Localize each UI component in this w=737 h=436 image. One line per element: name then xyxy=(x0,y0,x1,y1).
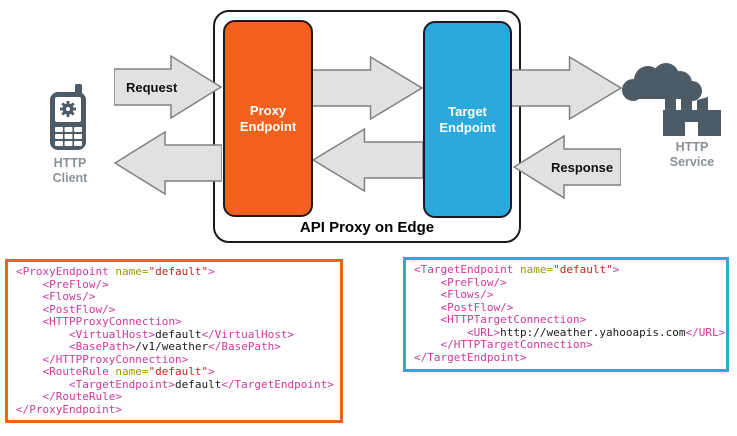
proxy-to-target-arrow xyxy=(312,56,423,120)
keypad xyxy=(55,127,82,146)
code-line: <BasePath>/v1/weather</BasePath> xyxy=(16,340,281,353)
code-line: </HTTPTargetConnection> xyxy=(414,338,593,351)
request-arrow xyxy=(114,55,222,119)
target-endpoint-code-box: <TargetEndpoint name="default"> <PreFlow… xyxy=(403,257,729,372)
return-to-client-arrow xyxy=(114,131,222,195)
phone-icon xyxy=(50,84,86,150)
code-line: <PostFlow/> xyxy=(16,302,116,316)
proxy-endpoint-label: Proxy Endpoint xyxy=(239,102,297,134)
code-line: <TargetEndpoint name="default"> xyxy=(414,263,620,276)
code-line: </RouteRule> xyxy=(16,390,122,403)
code-line: <HTTPProxyConnection> xyxy=(16,315,182,328)
proxy-endpoint-code-box: <ProxyEndpoint name="default"> <PreFlow/… xyxy=(5,259,343,423)
code-line: <TargetEndpoint>default</TargetEndpoint> xyxy=(16,377,334,391)
target-endpoint-box: Target Endpoint xyxy=(423,21,512,218)
code-line: </TargetEndpoint> xyxy=(414,350,527,364)
http-client-label: HTTP Client xyxy=(52,156,88,185)
code-line: <Flows/> xyxy=(16,290,96,303)
target-to-proxy-arrow xyxy=(312,128,423,192)
code-line: <PreFlow/> xyxy=(16,277,109,291)
response-arrow xyxy=(513,135,621,199)
code-line: <URL>http://weather.yahooapis.com</URL> xyxy=(414,325,726,339)
code-line: </ProxyEndpoint> xyxy=(16,402,122,416)
code-line: <Flows/> xyxy=(414,288,494,301)
response-label: Response xyxy=(551,160,614,175)
code-line: <RouteRule name="default"> xyxy=(16,365,215,378)
smoke-cloud-icon xyxy=(622,63,702,101)
code-line: <ProxyEndpoint name="default"> xyxy=(16,265,215,278)
request-label: Request xyxy=(126,80,178,95)
code-line: <PostFlow/> xyxy=(414,300,514,314)
code-line: <PreFlow/> xyxy=(414,275,507,289)
factory-icon xyxy=(622,63,721,136)
gear-icon xyxy=(60,101,76,117)
target-endpoint-label: Target Endpoint xyxy=(439,103,496,135)
code-line: <VirtualHost>default</VirtualHost> xyxy=(16,327,295,341)
proxy-endpoint-box: Proxy Endpoint xyxy=(223,20,313,217)
code-line: </HTTPProxyConnection> xyxy=(16,352,189,366)
api-proxy-title: API Proxy on Edge xyxy=(299,219,435,236)
http-service-label: HTTP Service xyxy=(669,140,715,169)
code-line: <HTTPTargetConnection> xyxy=(414,313,587,326)
target-to-service-arrow xyxy=(511,56,622,120)
